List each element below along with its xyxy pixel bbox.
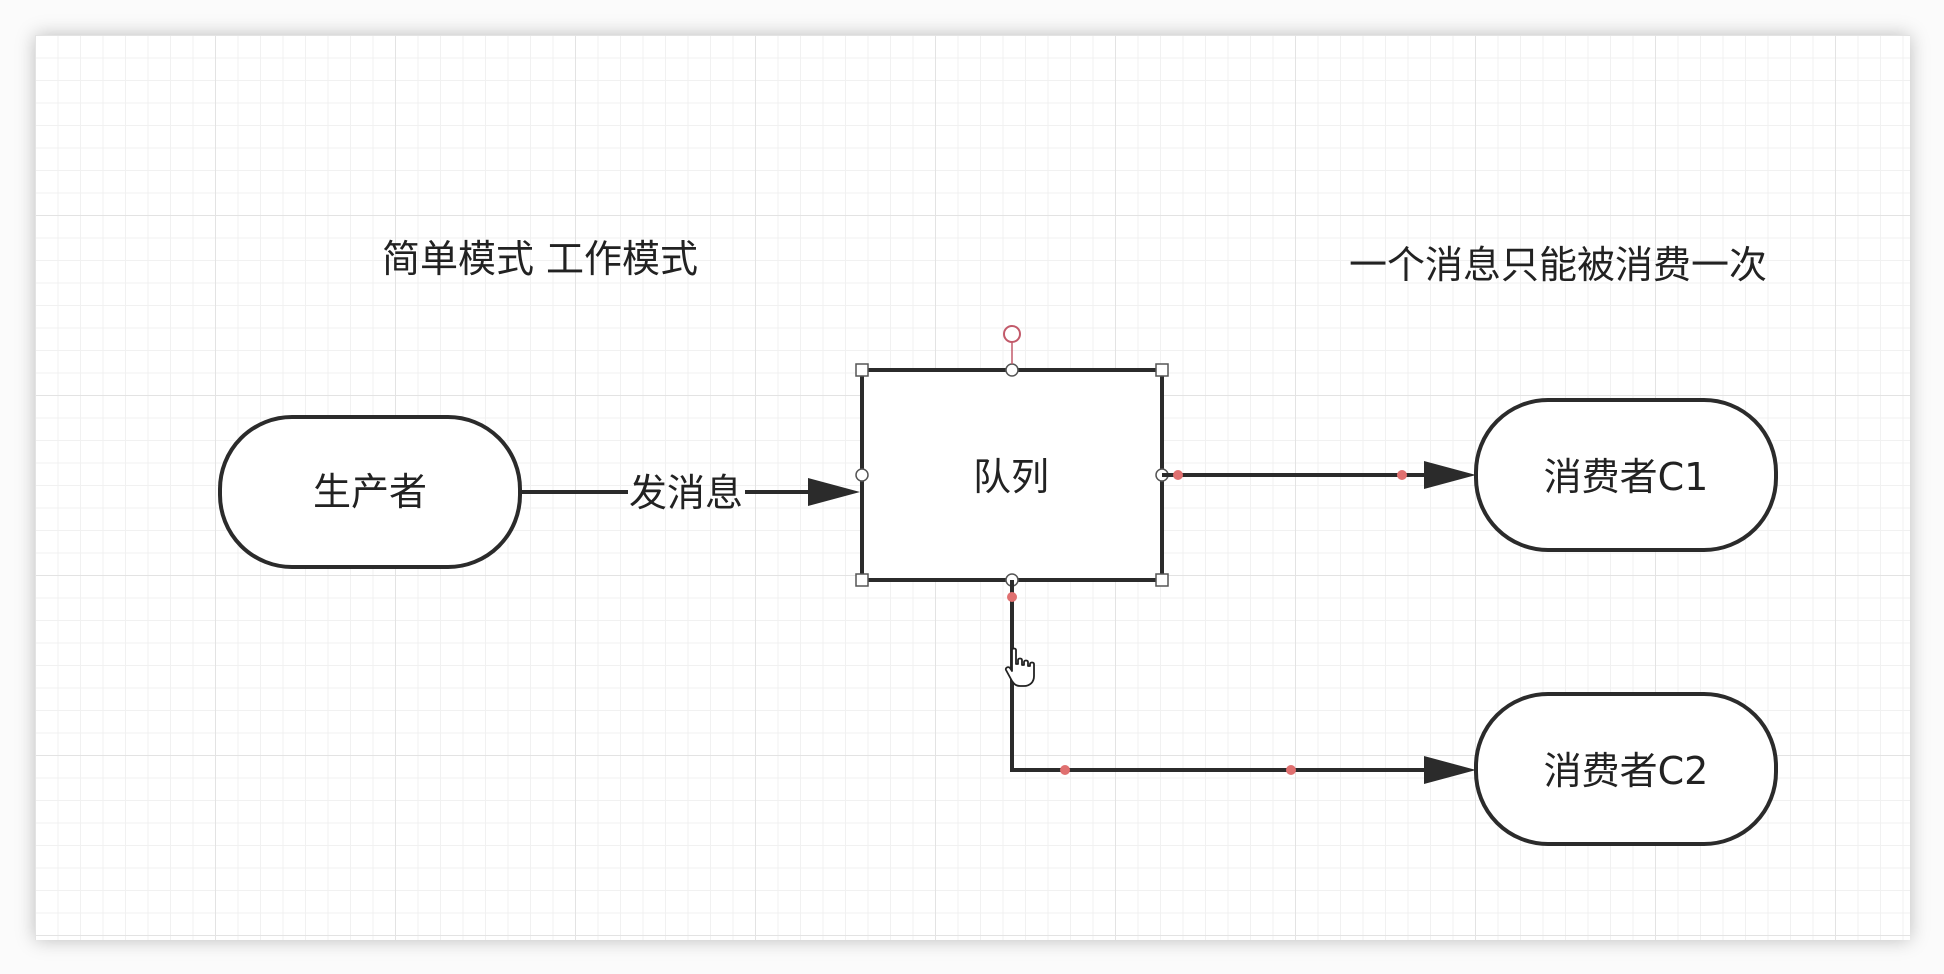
edge-queue-to-c1[interactable] [1162, 461, 1476, 489]
annotation-consume-once-text: 一个消息只能被消费一次 [1349, 243, 1767, 287]
edge-queue-to-c2[interactable] [1007, 580, 1476, 784]
consumer-c1-shape[interactable] [1474, 398, 1778, 552]
consumer-c2-label: 消费者C2 [1544, 749, 1709, 793]
annotation-mode-text: 简单模式 工作模式 [382, 237, 698, 281]
waypoint-handle[interactable] [1060, 765, 1070, 775]
consumer-c2-node[interactable]: 消费者C2 [1474, 692, 1778, 846]
resize-handle-top-left[interactable] [855, 363, 869, 377]
edge-c2-line[interactable] [1010, 580, 1425, 772]
producer-label: 生产者 [313, 470, 427, 514]
hand-cursor-icon [1004, 647, 1035, 687]
waypoint-handle[interactable] [1286, 765, 1296, 775]
resize-handle-top-right[interactable] [1155, 363, 1169, 377]
arrowhead-icon [1424, 756, 1476, 784]
arrowhead-icon [808, 478, 860, 506]
waypoint-handle[interactable] [1397, 470, 1407, 480]
connection-point-top[interactable] [1005, 363, 1019, 377]
connection-point-left[interactable] [855, 468, 869, 482]
resize-handle-bottom-left[interactable] [855, 573, 869, 587]
producer-node[interactable]: 生产者 [218, 415, 522, 569]
waypoint-handle[interactable] [1007, 592, 1017, 602]
resize-handle-bottom-right[interactable] [1155, 573, 1169, 587]
arrowhead-icon [1424, 461, 1476, 489]
queue-node[interactable]: 队列 [860, 368, 1164, 582]
edge-label-send-message: 发消息 [629, 471, 743, 515]
consumer-c2-shape[interactable] [1474, 692, 1778, 846]
rotate-handle-icon[interactable] [1003, 325, 1021, 343]
edge-send-message[interactable]: 发消息 [520, 471, 860, 515]
queue-shape[interactable] [860, 368, 1164, 582]
consumer-c1-label: 消费者C1 [1544, 455, 1709, 499]
consumer-c1-node[interactable]: 消费者C1 [1474, 398, 1778, 552]
queue-label: 队列 [973, 455, 1049, 499]
waypoint-handle[interactable] [1173, 470, 1183, 480]
